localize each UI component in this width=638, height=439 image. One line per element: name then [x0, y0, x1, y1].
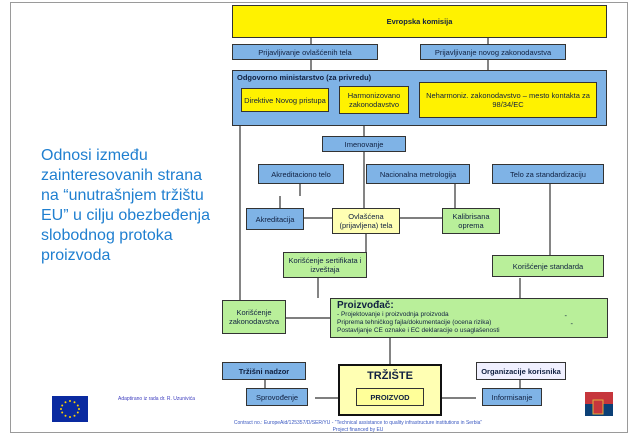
nadzor-label: Tržišni nadzor [238, 366, 290, 376]
proizvod-box: PROIZVOD [356, 388, 424, 406]
direktive-box: Direktive Novog pristupa [241, 88, 329, 112]
sprovodjenje-box: Sprovođenje [246, 388, 308, 406]
informisanje-label: Informisanje [491, 392, 533, 402]
proizvodjac-dash2: - [570, 319, 574, 328]
imenovanje-box: Imenovanje [322, 136, 406, 152]
koriscenje-zakonodavstva-box: Korišćenje zakonodavstva [222, 300, 286, 334]
direktive-label: Direktive Novog pristupa [244, 95, 326, 105]
adapted-credit: Adaptirano iz rada dr. R. Uzunivića [118, 396, 195, 402]
side-description: Odnosi između zainteresovanih strana na … [41, 147, 210, 264]
prijavljivanje-zak-label: Prijavljivanje novog zakonodavstva [434, 47, 552, 57]
kalibrisana-oprema-box: Kalibrisana oprema [442, 208, 500, 234]
telo-za-standardizaciju-box: Telo za standardizaciju [492, 164, 604, 184]
prijavljivanje-zakonodavstva-box: Prijavljivanje novog zakonodavstva [420, 44, 566, 60]
proizvod-label: PROIZVOD [370, 392, 410, 402]
proizvodjac-box: Proizvođač: - Projektovanje i proizvodnj… [330, 298, 608, 338]
financed-line: Project financed by EU [332, 427, 384, 433]
koriscenje-sertifikata-box: Korišćenje sertifikata i izveštaja [283, 252, 367, 278]
organizacije-korisnika-box: Organizacije korisnika [476, 362, 566, 380]
ministarstvo-title: Odgovorno ministarstvo (za privredu) [237, 73, 372, 82]
koriscenje-std-label: Korišćenje standarda [512, 261, 584, 271]
harmonizovano-label: Harmonizovano zakonodavstvo [347, 91, 401, 109]
trziste-box: TRŽIŠTE PROIZVOD [338, 364, 442, 416]
harmonizovano-box: Harmonizovano zakonodavstvo [339, 86, 409, 114]
prijavljivanje-ovl-label: Prijavljivanje ovlašćenih tela [258, 47, 352, 57]
contract-line: Contract no.: EuropeAid/125357/D/SER/YU … [233, 420, 483, 426]
proizvodjac-line3: Postavljanje CE oznake i EC deklaracije … [337, 327, 500, 334]
ovlascena-label: Ovlašćena (prijavljena) tela [339, 212, 393, 230]
koriscenje-standarda-box: Korišćenje standarda [492, 255, 604, 277]
standardizacija-label: Telo za standardizaciju [510, 169, 586, 179]
sprovodjenje-label: Sprovođenje [255, 392, 299, 402]
evropska-komisija-box: Evropska komisija [232, 5, 607, 38]
nacionalna-metrologija-box: Nacionalna metrologija [366, 164, 470, 184]
koriscenje-sert-label: Korišćenje sertifikata i izveštaja [288, 256, 362, 274]
informisanje-box: Informisanje [482, 388, 542, 406]
trziste-label: TRŽIŠTE [367, 370, 413, 382]
akreditacija-box: Akreditacija [246, 208, 304, 230]
proizvodjac-title: Proizvođač: [337, 300, 394, 311]
neharmonizovano-box: Neharmoniz. zakonodavstvo – mesto kontak… [419, 82, 597, 118]
kalibrisana-label: Kalibrisana oprema [452, 212, 490, 230]
proizvodjac-dash1: - [564, 311, 568, 320]
prijavljivanje-ovlascenih-box: Prijavljivanje ovlašćenih tela [232, 44, 378, 60]
koriscenje-zak-label: Korišćenje zakonodavstva [228, 308, 280, 326]
metrologija-label: Nacionalna metrologija [379, 169, 457, 179]
organizacije-label: Organizacije korisnika [481, 366, 561, 376]
proizvodjac-line2: Priprema tehničkog fajla/dokumentacije (… [337, 319, 492, 326]
neharmonizovano-label: Neharmoniz. zakonodavstvo – mesto kontak… [426, 91, 590, 109]
akreditaciono-label: Akreditaciono telo [271, 169, 331, 179]
ovlascena-tela-box: Ovlašćena (prijavljena) tela [332, 208, 400, 234]
trzisni-nadzor-box: Tržišni nadzor [222, 362, 306, 380]
akreditaciono-telo-box: Akreditaciono telo [258, 164, 344, 184]
proizvodjac-line1: - Projektovanje i proizvodnja proizvoda [337, 311, 449, 318]
imenovanje-label: Imenovanje [344, 139, 384, 149]
eu-flag-icon [52, 396, 88, 422]
serbia-flag-icon [585, 392, 613, 428]
akreditacija-label: Akreditacija [255, 214, 295, 224]
evropska-label: Evropska komisija [386, 17, 453, 26]
slide-frame [10, 2, 628, 433]
